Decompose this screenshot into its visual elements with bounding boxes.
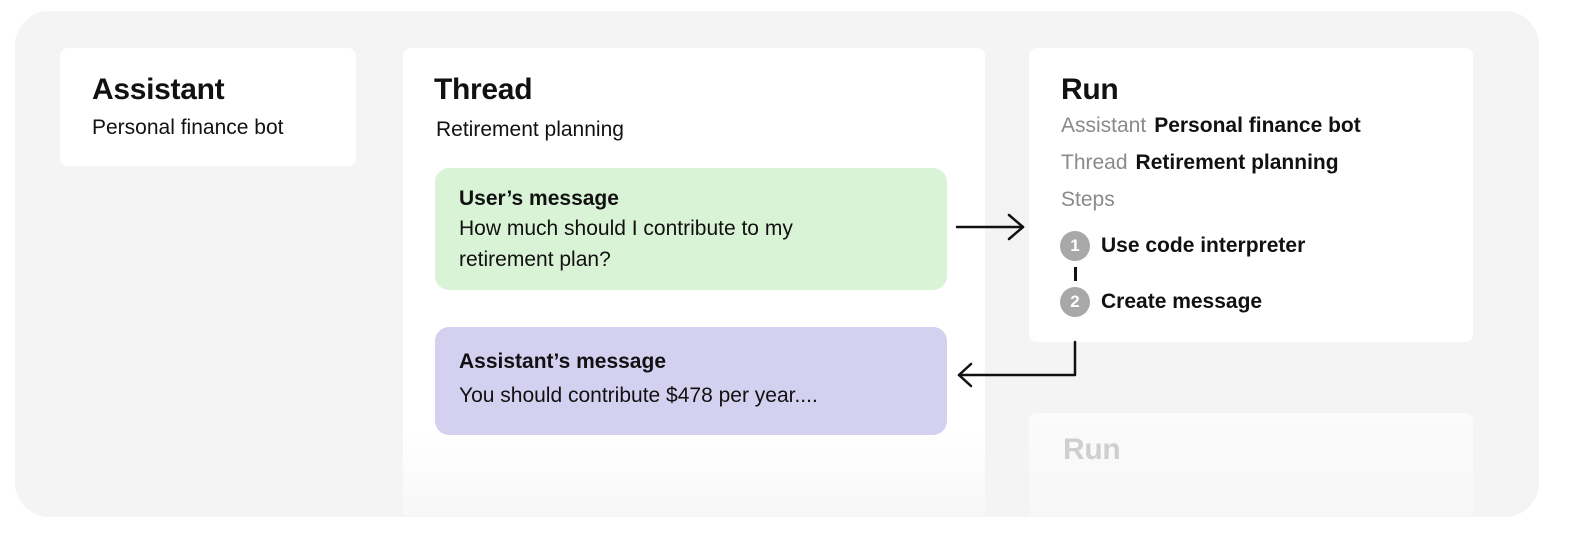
step-number-badge: 2 (1060, 287, 1090, 317)
assistant-message-bubble: Assistant’s message You should contribut… (435, 327, 947, 435)
run-thread-row: Thread Retirement planning (1061, 151, 1339, 175)
faded-run-card-title: Run (1063, 433, 1121, 466)
thread-card-title: Thread (434, 73, 533, 106)
run-card-title: Run (1061, 73, 1119, 106)
run-assistant-row: Assistant Personal finance bot (1061, 114, 1361, 138)
run-to-thread-arrowhead (957, 362, 973, 388)
run-thread-label: Thread (1061, 151, 1128, 174)
run-steps-label: Steps (1061, 188, 1115, 211)
thread-to-run-arrowhead (1007, 213, 1025, 241)
run-card-faded: Run (1029, 413, 1473, 517)
step-number-badge: 1 (1060, 231, 1090, 261)
assistant-message-label: Assistant’s message (459, 350, 666, 373)
run-assistant-value: Personal finance bot (1154, 114, 1361, 137)
run-step-1: 1 Use code interpreter (1060, 231, 1305, 261)
run-step-2: 2 Create message (1060, 287, 1262, 317)
user-message-text: How much should I contribute to my retir… (459, 217, 793, 271)
run-thread-value: Retirement planning (1135, 151, 1339, 174)
assistant-message-text: You should contribute $478 per year.... (459, 384, 818, 407)
run-to-thread-arrow-line (957, 340, 1077, 377)
run-card: Run Assistant Personal finance bot Thread… (1029, 48, 1473, 342)
arrows-layer (955, 213, 1077, 388)
user-message-bubble: User’s message How much should I contrib… (435, 168, 947, 290)
assistant-card-title: Assistant (92, 73, 225, 106)
assistant-card: Assistant Personal finance bot (60, 48, 356, 166)
run-step-label: Create message (1101, 290, 1263, 313)
run-step-label: Use code interpreter (1101, 234, 1306, 257)
diagram-frame: Assistant Personal finance bot Thread Re… (15, 11, 1539, 517)
run-assistant-label: Assistant (1061, 114, 1147, 137)
thread-card-name: Retirement planning (436, 118, 624, 141)
assistant-card-name: Personal finance bot (92, 116, 284, 139)
step-connector-line (1074, 267, 1077, 281)
user-message-label: User’s message (459, 187, 619, 210)
